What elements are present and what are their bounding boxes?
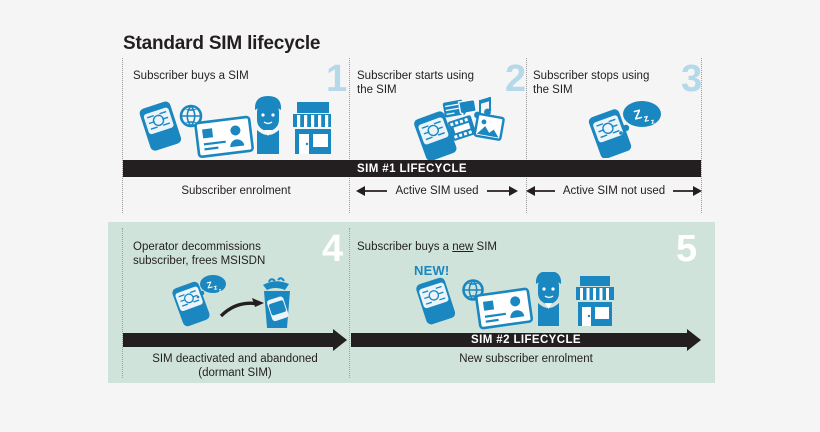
caption-active-sim-used: Active SIM used bbox=[349, 183, 525, 199]
sim-card-sleeping-icon bbox=[588, 109, 632, 158]
step-1-number: 1 bbox=[326, 58, 348, 100]
svg-text:Z: Z bbox=[206, 279, 214, 290]
step-4-number: 4 bbox=[322, 228, 344, 270]
step-1-label: Subscriber buys a SIM bbox=[133, 70, 249, 82]
globe-icon bbox=[462, 279, 484, 301]
caption-text: Subscriber enrolment bbox=[181, 185, 291, 197]
column-divider-1 bbox=[349, 58, 350, 213]
shop-icon bbox=[576, 276, 614, 326]
bottom-panel bbox=[108, 222, 715, 383]
arrow-right-icon bbox=[486, 186, 518, 196]
sim2-lifecycle-arrow: SIM #2 LIFECYCLE bbox=[351, 329, 701, 351]
id-card-icon bbox=[194, 115, 254, 158]
sleep-zzz-icon: Z z z bbox=[619, 101, 661, 135]
arrow-label bbox=[123, 333, 347, 347]
svg-text:z: z bbox=[213, 284, 219, 292]
caption-subscriber-enrolment: Subscriber enrolment bbox=[123, 183, 349, 199]
sim-deactivated-arrow bbox=[123, 329, 347, 351]
id-card-icon bbox=[475, 287, 534, 330]
step-4-label: Operator decommissions subscriber, frees… bbox=[133, 241, 266, 267]
caption-sim-deactivated: SIM deactivated and abandoned (dormant S… bbox=[152, 353, 318, 379]
step-1-icons bbox=[139, 96, 331, 158]
step-3-number: 3 bbox=[681, 58, 703, 100]
person-icon bbox=[535, 272, 562, 326]
step-5-label: Subscriber buys a new SIM bbox=[357, 240, 577, 254]
step-5-label-pre: Subscriber buys a bbox=[357, 241, 453, 253]
step-5-icons bbox=[416, 272, 614, 330]
step-4-icons: Z z z bbox=[172, 275, 290, 328]
column-divider-2 bbox=[526, 58, 527, 213]
svg-text:Z: Z bbox=[632, 106, 643, 122]
arrow-left-icon bbox=[356, 186, 388, 196]
step-2-label: Subscriber starts using the SIM bbox=[357, 70, 474, 96]
sim-card-icon bbox=[139, 101, 182, 151]
svg-text:z: z bbox=[643, 113, 651, 125]
media-icon bbox=[448, 115, 476, 141]
column-divider-3 bbox=[349, 228, 350, 378]
trash-bin-sim-icon bbox=[263, 277, 290, 328]
caption-text: Active SIM used bbox=[395, 185, 479, 197]
sleep-zzz-icon: Z z z bbox=[196, 275, 226, 299]
curved-arrow-icon bbox=[219, 298, 264, 318]
sim1-lifecycle-bar: SIM #1 LIFECYCLE bbox=[123, 160, 701, 177]
caption-text: Active SIM not used bbox=[562, 185, 666, 197]
caption-active-sim-not-used: Active SIM not used bbox=[525, 183, 703, 199]
step-5-label-emphasis: new bbox=[452, 241, 474, 253]
photo-icon bbox=[473, 112, 505, 141]
svg-text:z: z bbox=[218, 287, 222, 294]
person-icon bbox=[254, 96, 282, 154]
sim-card-icon bbox=[416, 277, 456, 325]
arrow-left-icon bbox=[525, 186, 555, 196]
message-icon bbox=[442, 98, 477, 120]
bottom-row-block bbox=[122, 228, 702, 378]
arrow-right-icon bbox=[673, 186, 703, 196]
step-5-label-post: SIM bbox=[473, 241, 497, 253]
step-5-number: 5 bbox=[676, 228, 698, 270]
step-2-icons bbox=[414, 97, 505, 160]
svg-text:z: z bbox=[650, 118, 656, 126]
arrow-label: SIM #2 LIFECYCLE bbox=[471, 334, 581, 346]
page-title: Standard SIM lifecycle bbox=[123, 33, 321, 54]
sim-card-icon bbox=[414, 111, 457, 160]
caption-new-subscriber-enrolment: New subscriber enrolment bbox=[459, 353, 593, 365]
shop-icon bbox=[293, 102, 331, 154]
globe-icon bbox=[179, 104, 203, 128]
step-3-icons: Z z z bbox=[588, 101, 661, 158]
step-2-number: 2 bbox=[505, 58, 527, 100]
new-badge: NEW! bbox=[414, 263, 450, 278]
step-3-label: Subscriber stops using the SIM bbox=[533, 70, 650, 96]
top-row-block bbox=[122, 58, 702, 213]
